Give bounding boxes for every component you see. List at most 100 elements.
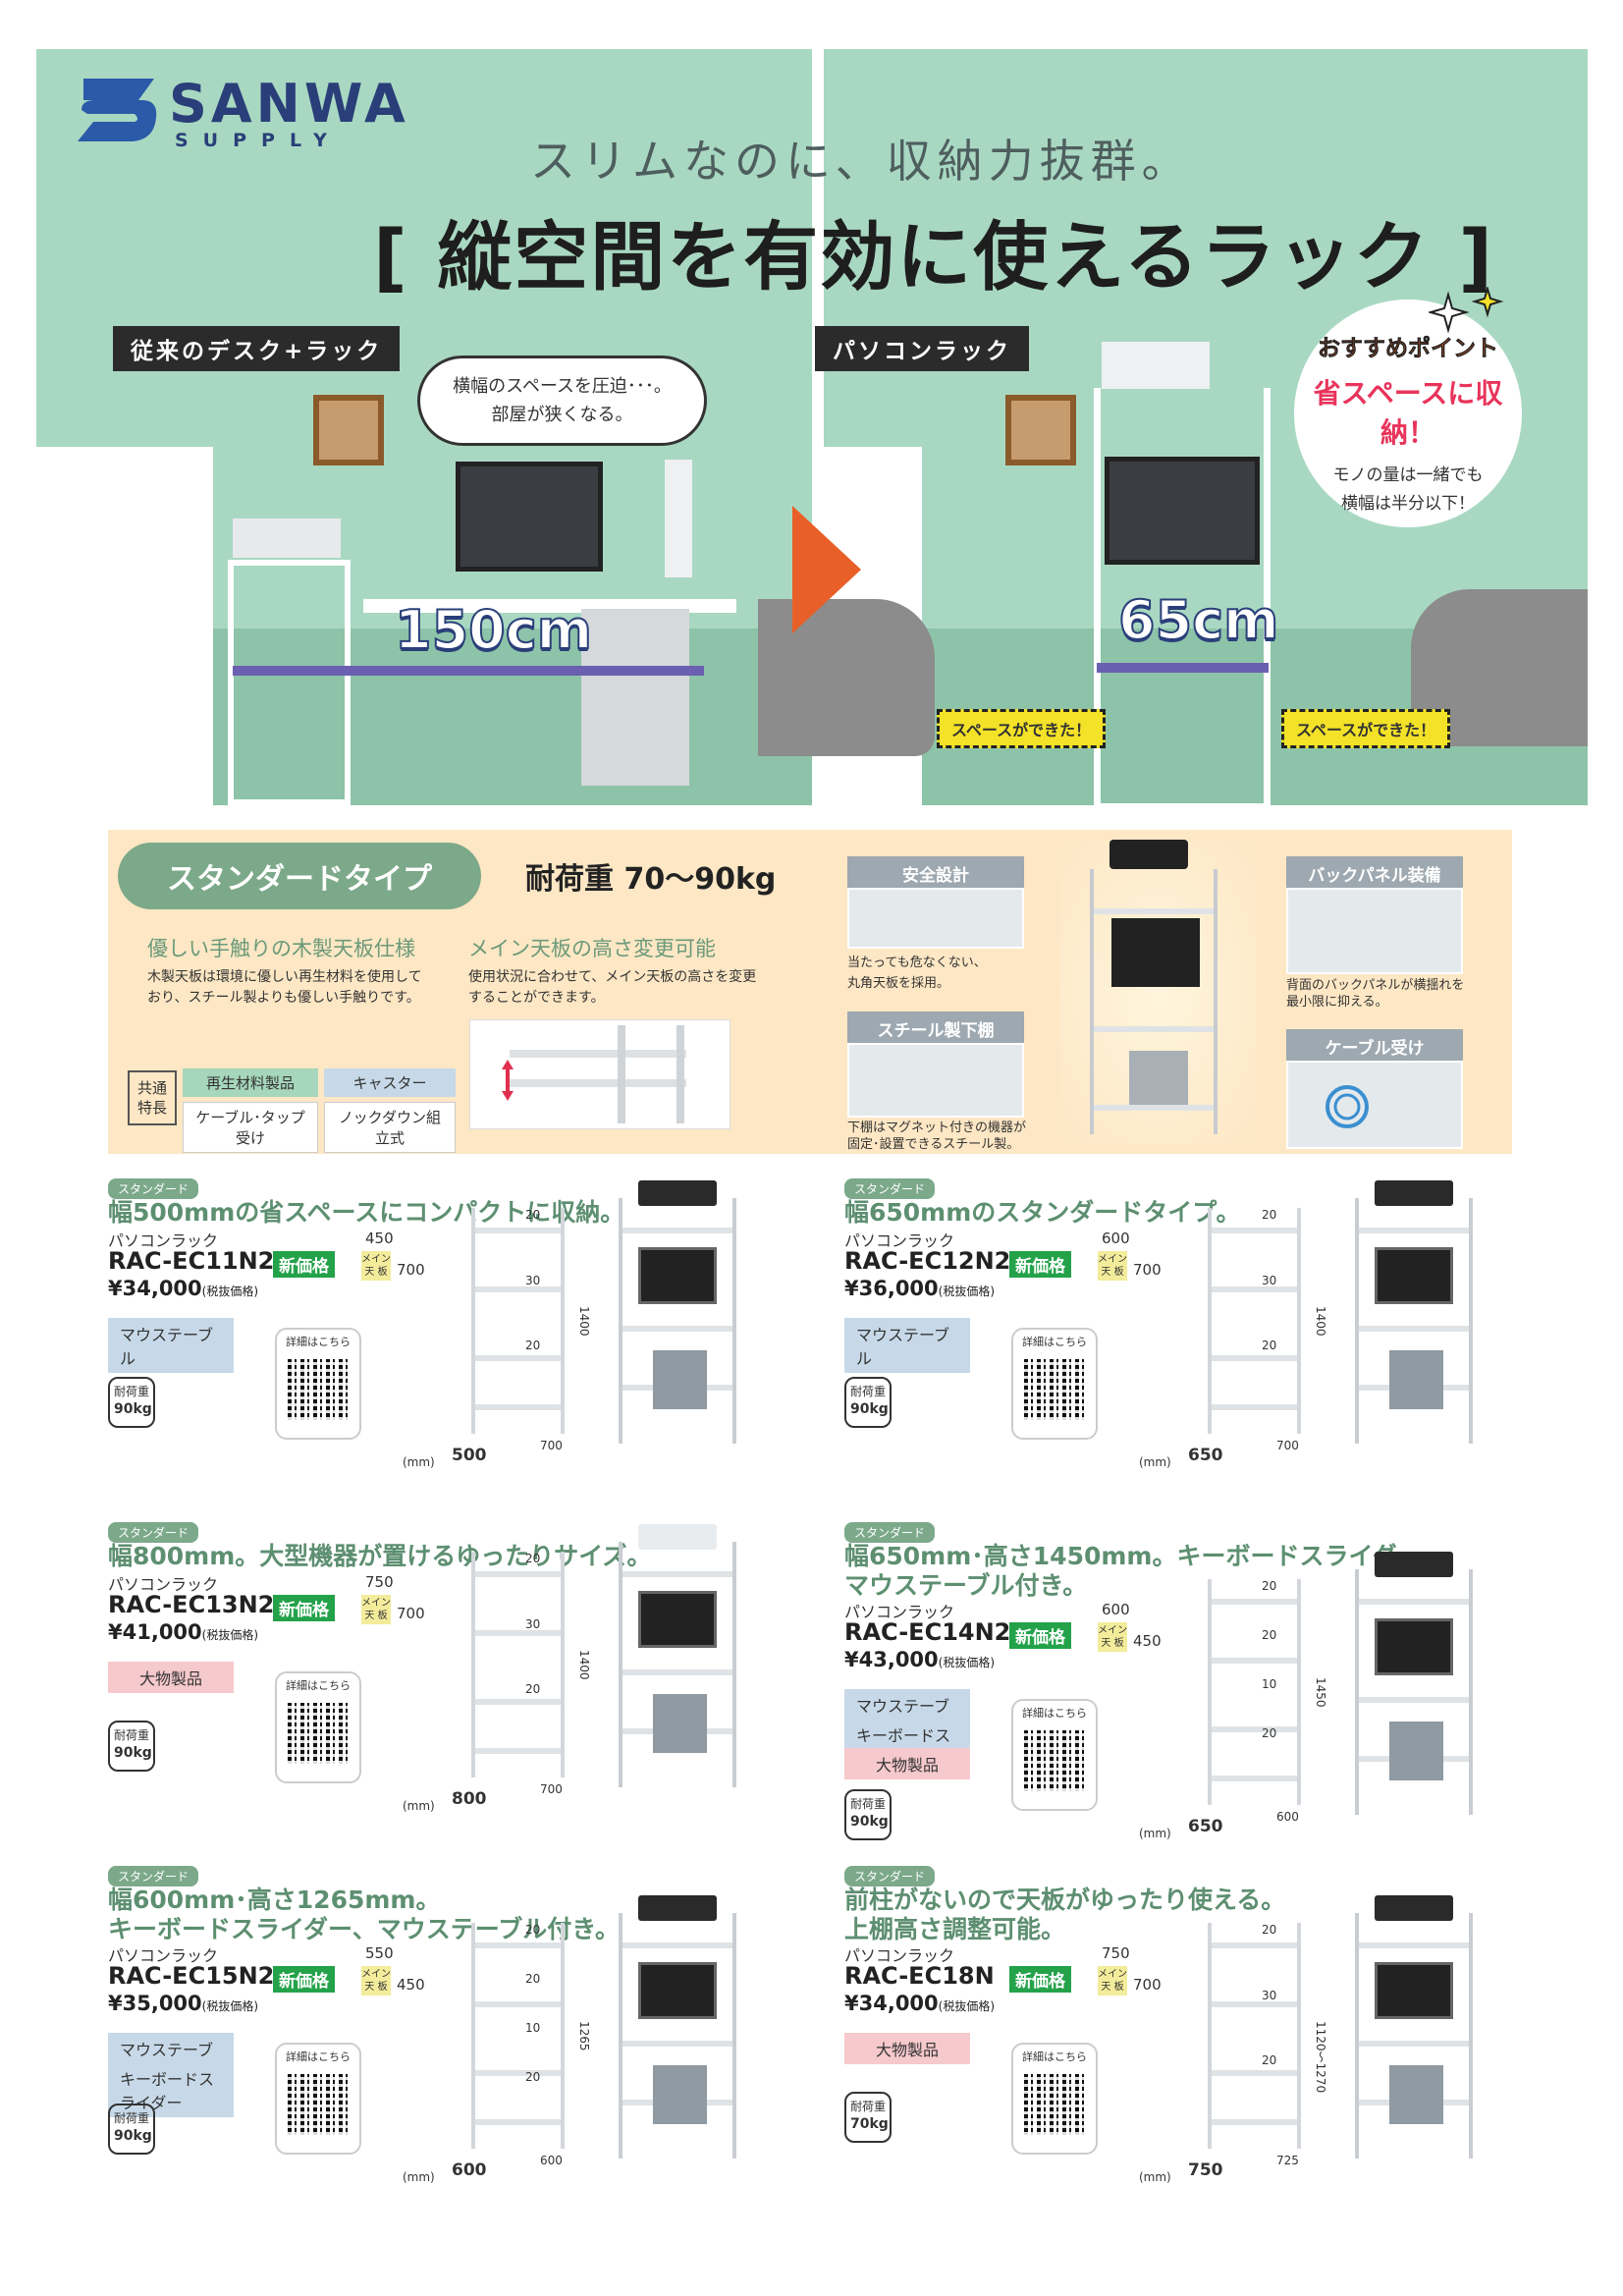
option-chip: 大物製品	[108, 1662, 234, 1693]
chip-caster: キャスター	[324, 1068, 456, 1097]
file-boxes	[653, 1694, 707, 1753]
shelf-load: 20	[525, 1923, 541, 1937]
new-price-badge: 新価格	[1009, 1251, 1071, 1278]
load-value: 90kg	[850, 1814, 889, 1830]
bubble-line2: 部屋が狭くなる。	[491, 405, 633, 425]
height-change-image	[469, 1019, 730, 1129]
load-value: 70kg	[850, 2116, 889, 2132]
product-title2: マウステーブル付き。	[844, 1571, 1088, 1600]
new-price-badge: 新価格	[273, 1595, 335, 1621]
new-price-badge: 新価格	[273, 1966, 335, 1993]
wall-picture	[313, 395, 384, 465]
file-boxes	[1389, 2065, 1443, 2124]
rack-depth: 700	[540, 1439, 563, 1452]
qr-card[interactable]: 詳細はこちら	[275, 1671, 361, 1783]
qr-code-icon[interactable]	[288, 1359, 349, 1420]
shelf-load: 10	[1262, 1677, 1277, 1691]
qr-code-icon[interactable]	[1024, 1730, 1085, 1791]
width-arrow-right	[1097, 663, 1269, 673]
printer-icon	[638, 1180, 717, 1206]
main-top-tag: メイン 天 板	[1098, 1251, 1127, 1281]
qr-card[interactable]: 詳細はこちら	[275, 2043, 361, 2155]
price-value: ¥35,000	[108, 1992, 202, 2015]
shelf-load: 10	[525, 2021, 541, 2035]
qr-card[interactable]: 詳細はこちら	[275, 1328, 361, 1440]
bubble-line1: 横幅のスペースを圧迫･･･。	[453, 376, 672, 397]
pc-rack-illustration	[1094, 388, 1271, 805]
wall-picture-right	[1005, 395, 1076, 465]
safety-photo	[847, 888, 1024, 949]
shelf-load: 20	[525, 1552, 541, 1565]
product-price: ¥41,000(税抜価格)	[108, 1620, 258, 1644]
main-top2: 天 板	[364, 1982, 388, 1993]
cable-label: ケーブル受け	[1286, 1029, 1463, 1064]
product-category: パソコンラック	[844, 1231, 955, 1250]
new-price-badge: 新価格	[273, 1251, 335, 1278]
shelf-load: 30	[1262, 1988, 1277, 2002]
tax-note: (税抜価格)	[938, 1999, 996, 2013]
price-value: ¥43,000	[844, 1648, 939, 1671]
product-title2: 上棚高さ調整可能。	[844, 1915, 1066, 1943]
right-label: パソコンラック	[815, 326, 1029, 371]
load-label: 耐荷重	[114, 2111, 150, 2125]
sofa-left	[758, 599, 935, 756]
steel-shelf-label: スチール製下棚	[847, 1011, 1024, 1046]
qr-code-icon[interactable]	[1024, 1359, 1085, 1420]
qr-card[interactable]: 詳細はこちら	[1011, 2043, 1098, 2155]
rack-depth: 700	[1276, 1439, 1299, 1452]
shelf-load: 20	[525, 1339, 541, 1353]
feature1-body: 木製天板は環境に優しい再生材料を使用して おり、スチール製よりも優しい手触りです…	[147, 967, 422, 1009]
qr-card[interactable]: 詳細はこちら	[1011, 1328, 1098, 1440]
tax-note: (税抜価格)	[201, 1285, 259, 1298]
rack-depth: 600	[1276, 1810, 1299, 1824]
cable-coil-icon	[1325, 1085, 1369, 1128]
top-depth: 450	[1133, 1632, 1162, 1650]
qr-code-icon[interactable]	[1024, 2074, 1085, 2135]
unit-mm: (mm)	[1139, 1827, 1171, 1840]
product-card: スタンダード 幅600mm･高さ1265mm。 キーボードスライダー、マウステー…	[108, 1866, 785, 2190]
qr-caption: 詳細はこちら	[286, 1336, 351, 1348]
feature1-title: 優しい手触りの木製天板仕様	[147, 937, 415, 960]
left-width-label: 150cm	[394, 598, 593, 662]
feature2-body2: することができます。	[468, 990, 605, 1006]
rack-diagram	[471, 1923, 565, 2149]
chip-cable-tap: ケーブル･タップ受け	[183, 1102, 318, 1153]
rack-depth: 700	[540, 1782, 563, 1796]
qr-card[interactable]: 詳細はこちら	[1011, 1699, 1098, 1811]
qr-code-icon[interactable]	[288, 2074, 349, 2135]
section-tag: スタンダード	[844, 1178, 936, 1199]
product-title2: キーボードスライダー、マウステーブル付き。	[108, 1915, 621, 1943]
product-price: ¥43,000(税抜価格)	[844, 1648, 995, 1671]
printer-icon	[1375, 1895, 1453, 1921]
qr-caption: 詳細はこちら	[286, 1679, 351, 1692]
unit-mm: (mm)	[403, 1455, 435, 1469]
section-tag: スタンダード	[108, 1178, 199, 1199]
monitor-icon	[1375, 1618, 1453, 1675]
rack-printer	[1102, 342, 1210, 389]
rack-width: 650	[1188, 1446, 1223, 1465]
shelf-load: 30	[525, 1273, 541, 1287]
steel-shelf-photo	[847, 1043, 1024, 1118]
feature2-body1: 使用状況に合わせて、メイン天板の高さを変更	[468, 969, 757, 985]
product-title: 幅600mm･高さ1265mm。	[108, 1886, 441, 1914]
shelf-load: 20	[1262, 1579, 1277, 1593]
file-boxes	[653, 1350, 707, 1409]
cable-photo	[1286, 1061, 1463, 1149]
rack-width: 750	[1188, 2160, 1223, 2180]
main-top1: メイン	[1098, 1969, 1127, 1980]
option-chip: 大物製品	[844, 2033, 970, 2064]
file-boxes	[1389, 1722, 1443, 1780]
rack-depth: 725	[1276, 2154, 1299, 2167]
safety-body1: 当たっても危なくない、	[847, 956, 987, 970]
common-label1: 共通	[136, 1079, 167, 1097]
desk-drawer	[581, 609, 689, 786]
file-boxes	[653, 2065, 707, 2124]
price-value: ¥34,000	[844, 1992, 939, 2015]
monitor-icon	[638, 1247, 717, 1304]
model-number: RAC-EC14N2	[844, 1618, 1011, 1646]
file-boxes	[1389, 1350, 1443, 1409]
shelf-load: 20	[1262, 1726, 1277, 1740]
shelf-load: 20	[525, 1682, 541, 1697]
sanwa-logo-icon	[78, 79, 157, 141]
qr-code-icon[interactable]	[288, 1703, 349, 1764]
